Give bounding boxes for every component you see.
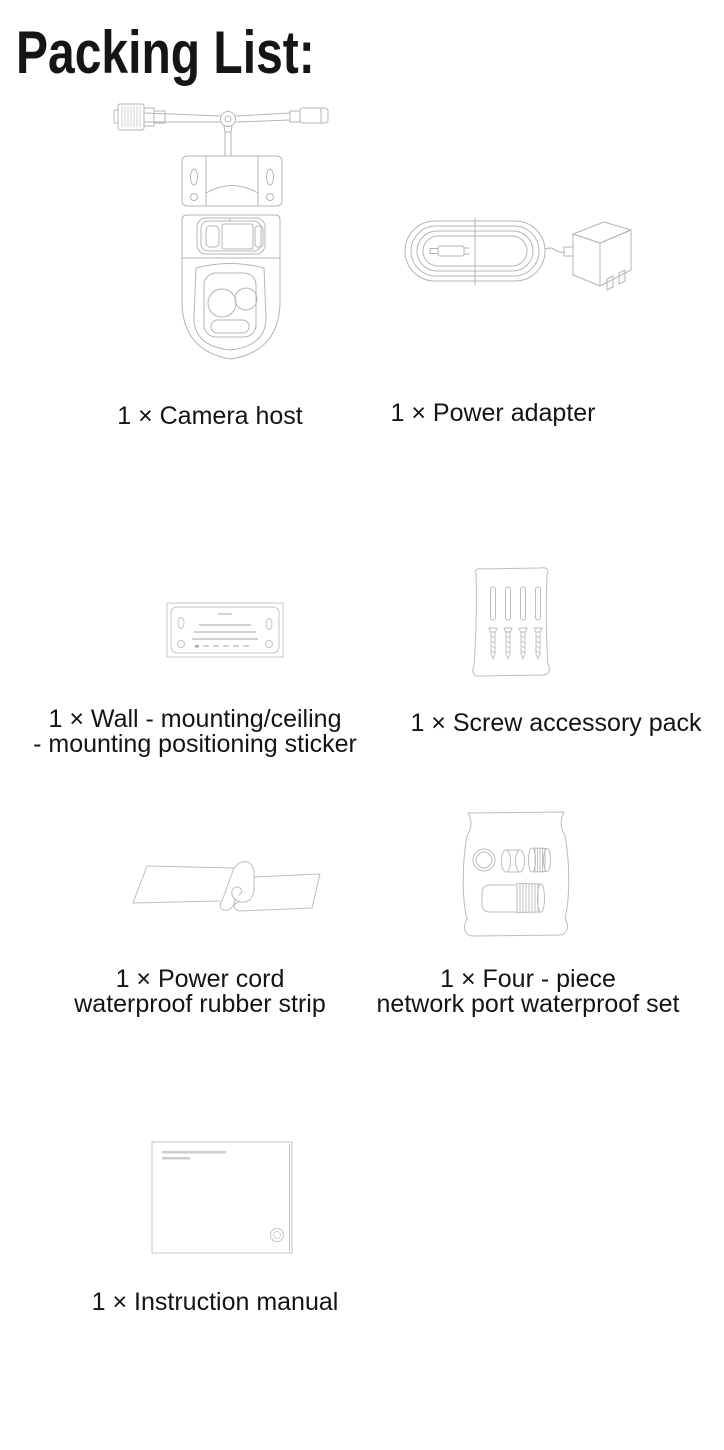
instruction-manual-illustration xyxy=(149,1138,297,1258)
power-adapter-illustration xyxy=(398,213,643,293)
item-label-network-set: 1 × Four - piece network port waterproof… xyxy=(376,965,680,1018)
item-label-camera-host: 1 × Camera host xyxy=(117,402,303,430)
page-title: Packing List: xyxy=(16,19,315,86)
waterproof-rubber-strip-illustration xyxy=(118,845,323,920)
network-port-waterproof-set-illustration xyxy=(454,804,579,944)
item-label-instruction-manual: 1 × Instruction manual xyxy=(91,1288,339,1316)
item-label-power-adapter: 1 × Power adapter xyxy=(390,399,596,427)
item-label-rubber-strip: 1 × Power cord waterproof rubber strip xyxy=(74,965,326,1018)
camera-host-illustration xyxy=(108,96,348,381)
item-label-positioning-sticker: 1 × Wall - mounting/ceiling - mounting p… xyxy=(33,705,357,758)
item-label-screw-pack: 1 × Screw accessory pack xyxy=(410,709,702,737)
positioning-sticker-illustration xyxy=(165,599,285,661)
screw-accessory-pack-illustration xyxy=(464,566,559,681)
